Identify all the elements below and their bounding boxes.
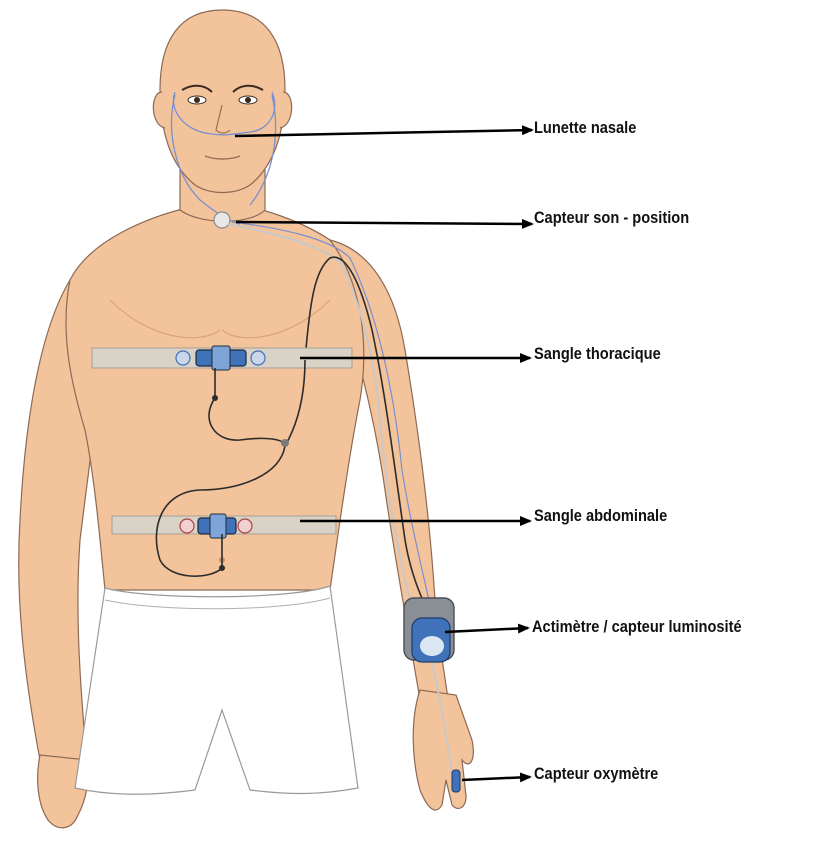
oximeter-clip-icon (452, 770, 460, 792)
label-oximeter: Capteur oxymètre (534, 764, 658, 784)
right-hand (413, 690, 473, 810)
label-nasal-cannula: Lunette nasale (534, 118, 636, 138)
shorts (75, 586, 358, 794)
label-actimeter: Actimètre / capteur luminosité (532, 617, 742, 637)
actimeter-device-icon (404, 598, 454, 662)
sound-position-sensor-icon (214, 212, 230, 228)
actimeter-arrow (445, 628, 528, 632)
label-sound-position-sensor: Capteur son - position (534, 208, 689, 228)
label-thoracic-belt: Sangle thoracique (534, 344, 661, 364)
oximeter-arrow (462, 777, 530, 780)
label-abdominal-belt: Sangle abdominale (534, 506, 667, 526)
